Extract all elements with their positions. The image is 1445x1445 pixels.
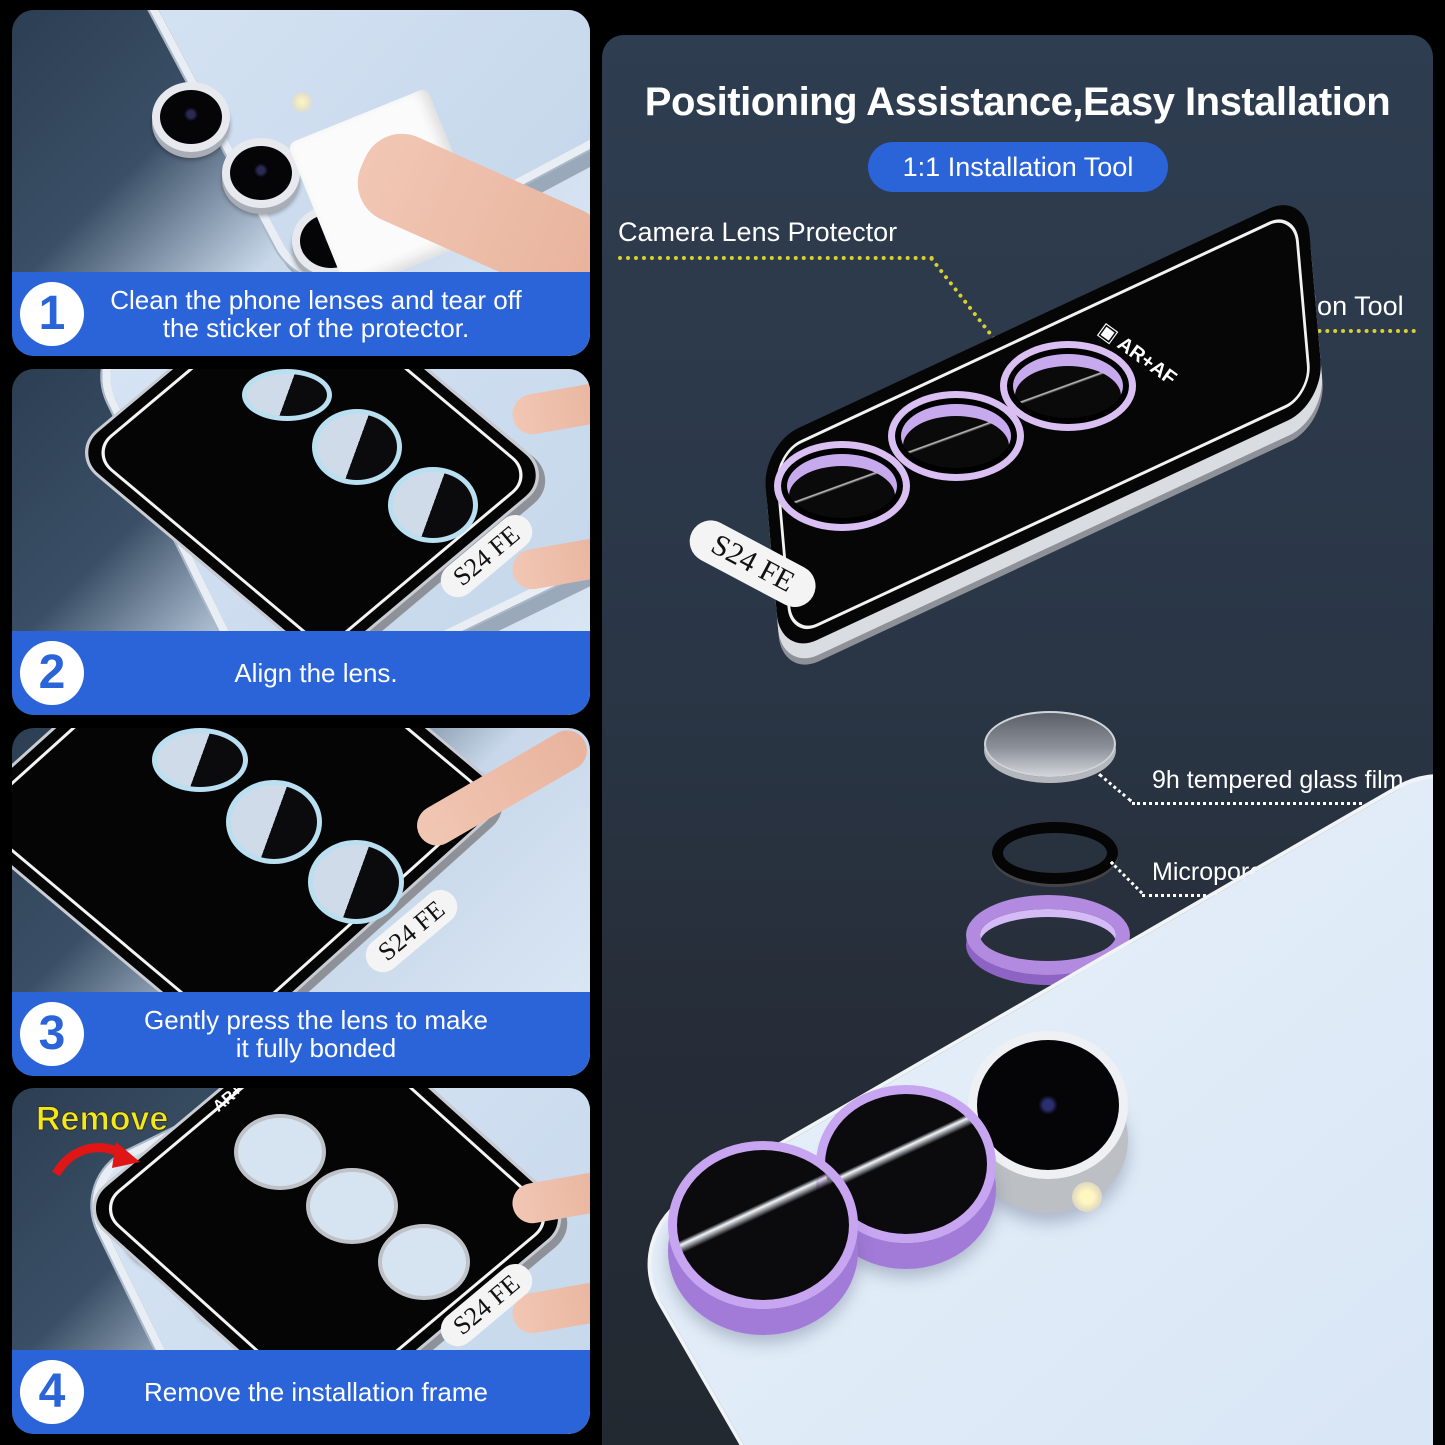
step-number-badge: 1: [20, 282, 84, 346]
callout-leader-line: [1132, 802, 1362, 805]
flash-icon: [292, 92, 312, 112]
camera-lens: [222, 138, 300, 208]
flash-icon: [1072, 1182, 1102, 1212]
lens-protector-ring: [152, 728, 248, 792]
tool-empty-hole: [378, 1224, 470, 1300]
callout-leader-line: [1098, 773, 1133, 803]
step-number-badge: 3: [20, 1002, 84, 1066]
step-4-illustration: S24 FE AR+ Remove: [12, 1088, 590, 1434]
lens-protector-ring: [226, 780, 322, 864]
panel-title: Positioning Assistance,Easy Installation: [644, 80, 1391, 124]
camera-lens: [152, 82, 230, 152]
lens-protector-ring: [242, 369, 332, 421]
tempered-glass-film: [984, 711, 1116, 777]
step-1-caption: 1 Clean the phone lenses and tear off th…: [12, 272, 590, 356]
callout-leader-line: [1109, 861, 1144, 895]
step-3-panel: S24 FE 3 Gently press the lens to make i…: [12, 728, 590, 1076]
installation-overview-panel: Positioning Assistance,Easy Installation…: [602, 35, 1433, 1445]
step-1-panel: 1 Clean the phone lenses and tear off th…: [12, 10, 590, 356]
step-3-illustration: S24 FE: [12, 728, 590, 1052]
step-3-text-line2: it fully bonded: [235, 1033, 397, 1063]
step-1-text-line1: Clean the phone lenses and tear off: [110, 285, 522, 315]
step-number-badge: 2: [20, 641, 84, 705]
step-2-caption: 2 Align the lens.: [12, 631, 590, 715]
lens-protector-ring: [312, 409, 402, 485]
step-4-caption: 4 Remove the installation frame: [12, 1350, 590, 1434]
tool-empty-hole: [234, 1114, 326, 1190]
lens-protector-ring: [774, 441, 910, 531]
step-4-panel: S24 FE AR+ Remove 4 Remove the installat…: [12, 1088, 590, 1434]
step-2-illustration: S24 FE: [12, 369, 590, 715]
micropore-tape: [992, 822, 1118, 884]
callout-lens-protector: Camera Lens Protector: [618, 217, 898, 247]
step-2-panel: S24 FE 2 Align the lens.: [12, 369, 590, 715]
step-1-illustration: [12, 10, 590, 309]
step-1-text-line2: the sticker of the protector.: [162, 313, 470, 343]
lens-protector-ring: [888, 391, 1024, 481]
lens-protector-ring: [1000, 341, 1136, 431]
step-4-text-line1: Remove the installation frame: [144, 1377, 488, 1407]
step-2-text-line1: Align the lens.: [234, 658, 398, 688]
step-number-badge: 4: [20, 1360, 84, 1424]
red-curved-arrow-icon: [52, 1142, 140, 1177]
lens-protector-ring: [308, 840, 404, 924]
tool-empty-hole: [306, 1168, 398, 1244]
step-3-caption: 3 Gently press the lens to make it fully…: [12, 992, 590, 1076]
installed-purple-lens: [668, 1141, 858, 1309]
step-3-text-line1: Gently press the lens to make: [144, 1005, 488, 1035]
installation-tool-badge: 1:1 Installation Tool: [868, 142, 1168, 192]
remove-label: Remove: [35, 1100, 169, 1139]
callout-glass-film: 9h tempered glass film: [1152, 766, 1404, 794]
callout-leader-line: [618, 256, 934, 260]
lens-protector-ring: [388, 467, 478, 543]
